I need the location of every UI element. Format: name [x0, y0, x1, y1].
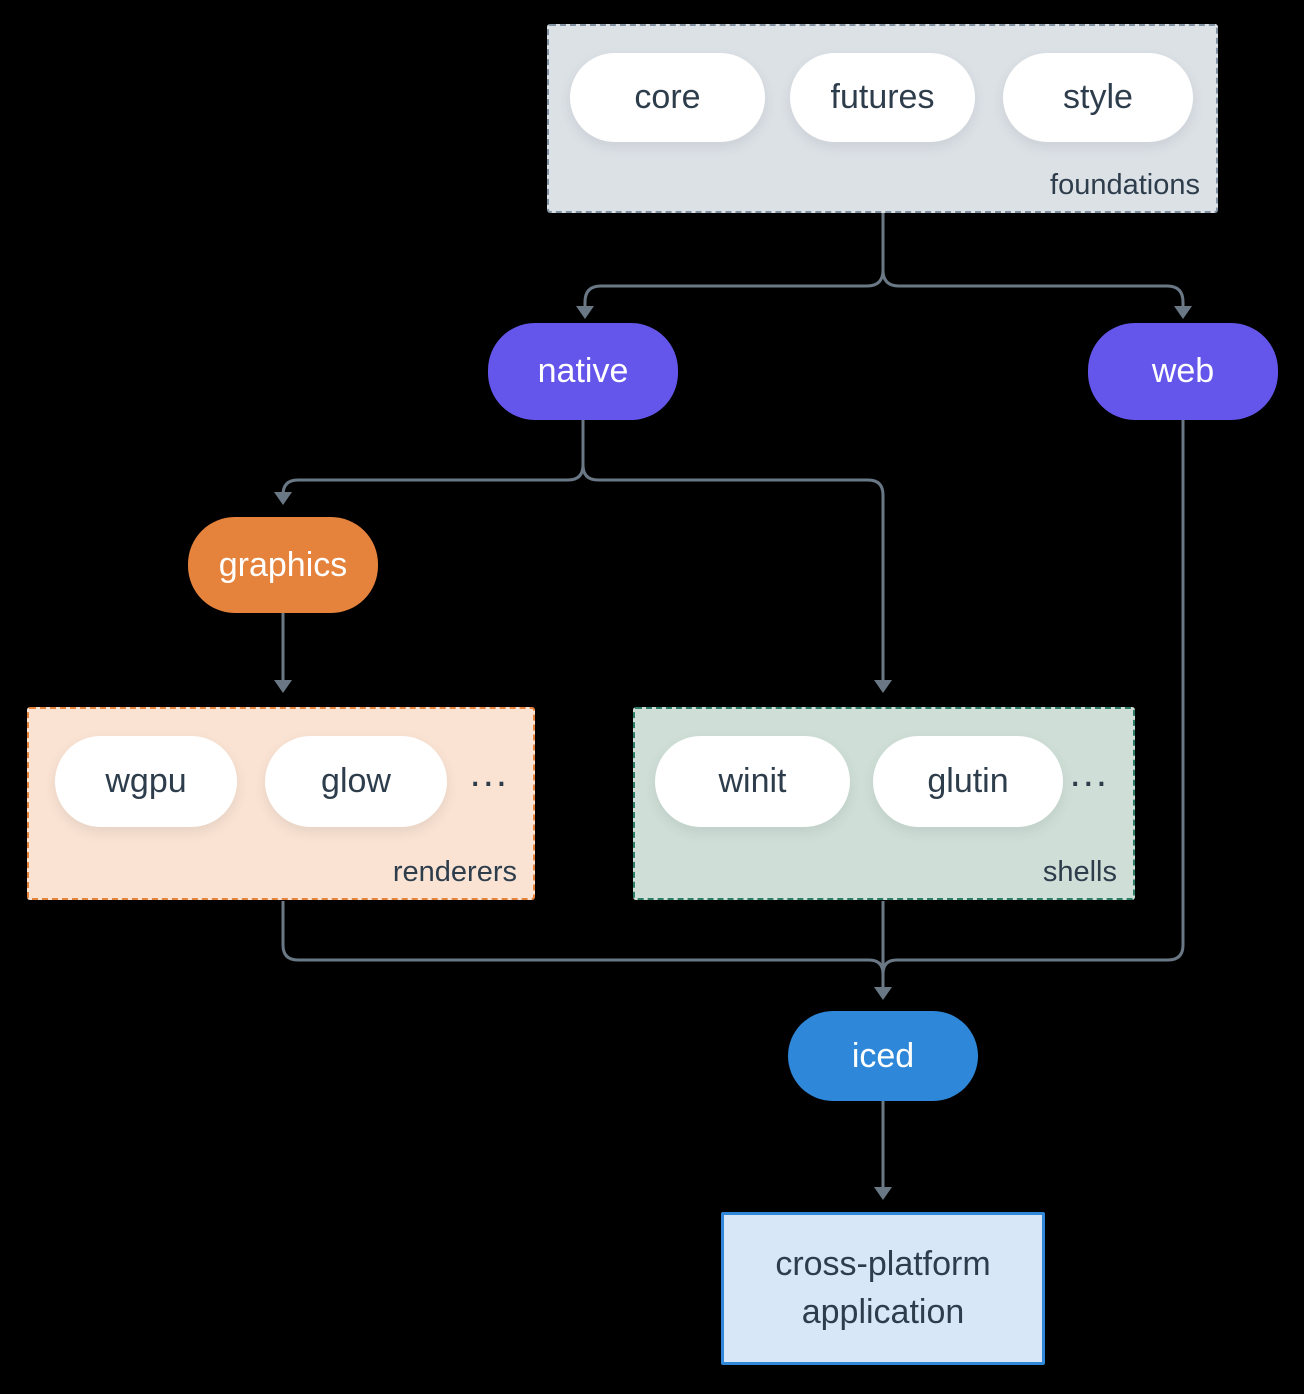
node-iced: iced: [788, 1011, 978, 1101]
edge-native-graphics: [274, 420, 585, 505]
pill-futures: futures: [790, 53, 975, 142]
edge-foundations-native: [576, 213, 885, 319]
pill-core: core: [570, 53, 765, 142]
edge-native-shells: [581, 420, 892, 693]
group-label-shells: shells: [1042, 856, 1117, 888]
renderers-ellipsis: ...: [469, 751, 509, 795]
node-graphics: graphics: [188, 517, 378, 613]
pill-winit: winit: [655, 736, 850, 827]
pill-glow: glow: [265, 736, 447, 827]
group-label-renderers: renderers: [392, 856, 517, 888]
group-label-foundations: foundations: [1050, 169, 1200, 201]
shells-ellipsis: ...: [1069, 751, 1109, 795]
application-box: cross-platform application: [721, 1212, 1045, 1365]
pill-glutin: glutin: [873, 736, 1063, 827]
application-label-line1: cross-platform: [775, 1244, 991, 1283]
edge-web-merge: [881, 420, 1185, 975]
application-label-line2: application: [801, 1292, 965, 1331]
edge-foundations-web: [881, 213, 1192, 319]
node-native: native: [488, 323, 678, 420]
edge-renderers-merge: [281, 901, 885, 975]
node-web: web: [1088, 323, 1278, 420]
pill-wgpu: wgpu: [55, 736, 237, 827]
pill-style: style: [1003, 53, 1193, 142]
